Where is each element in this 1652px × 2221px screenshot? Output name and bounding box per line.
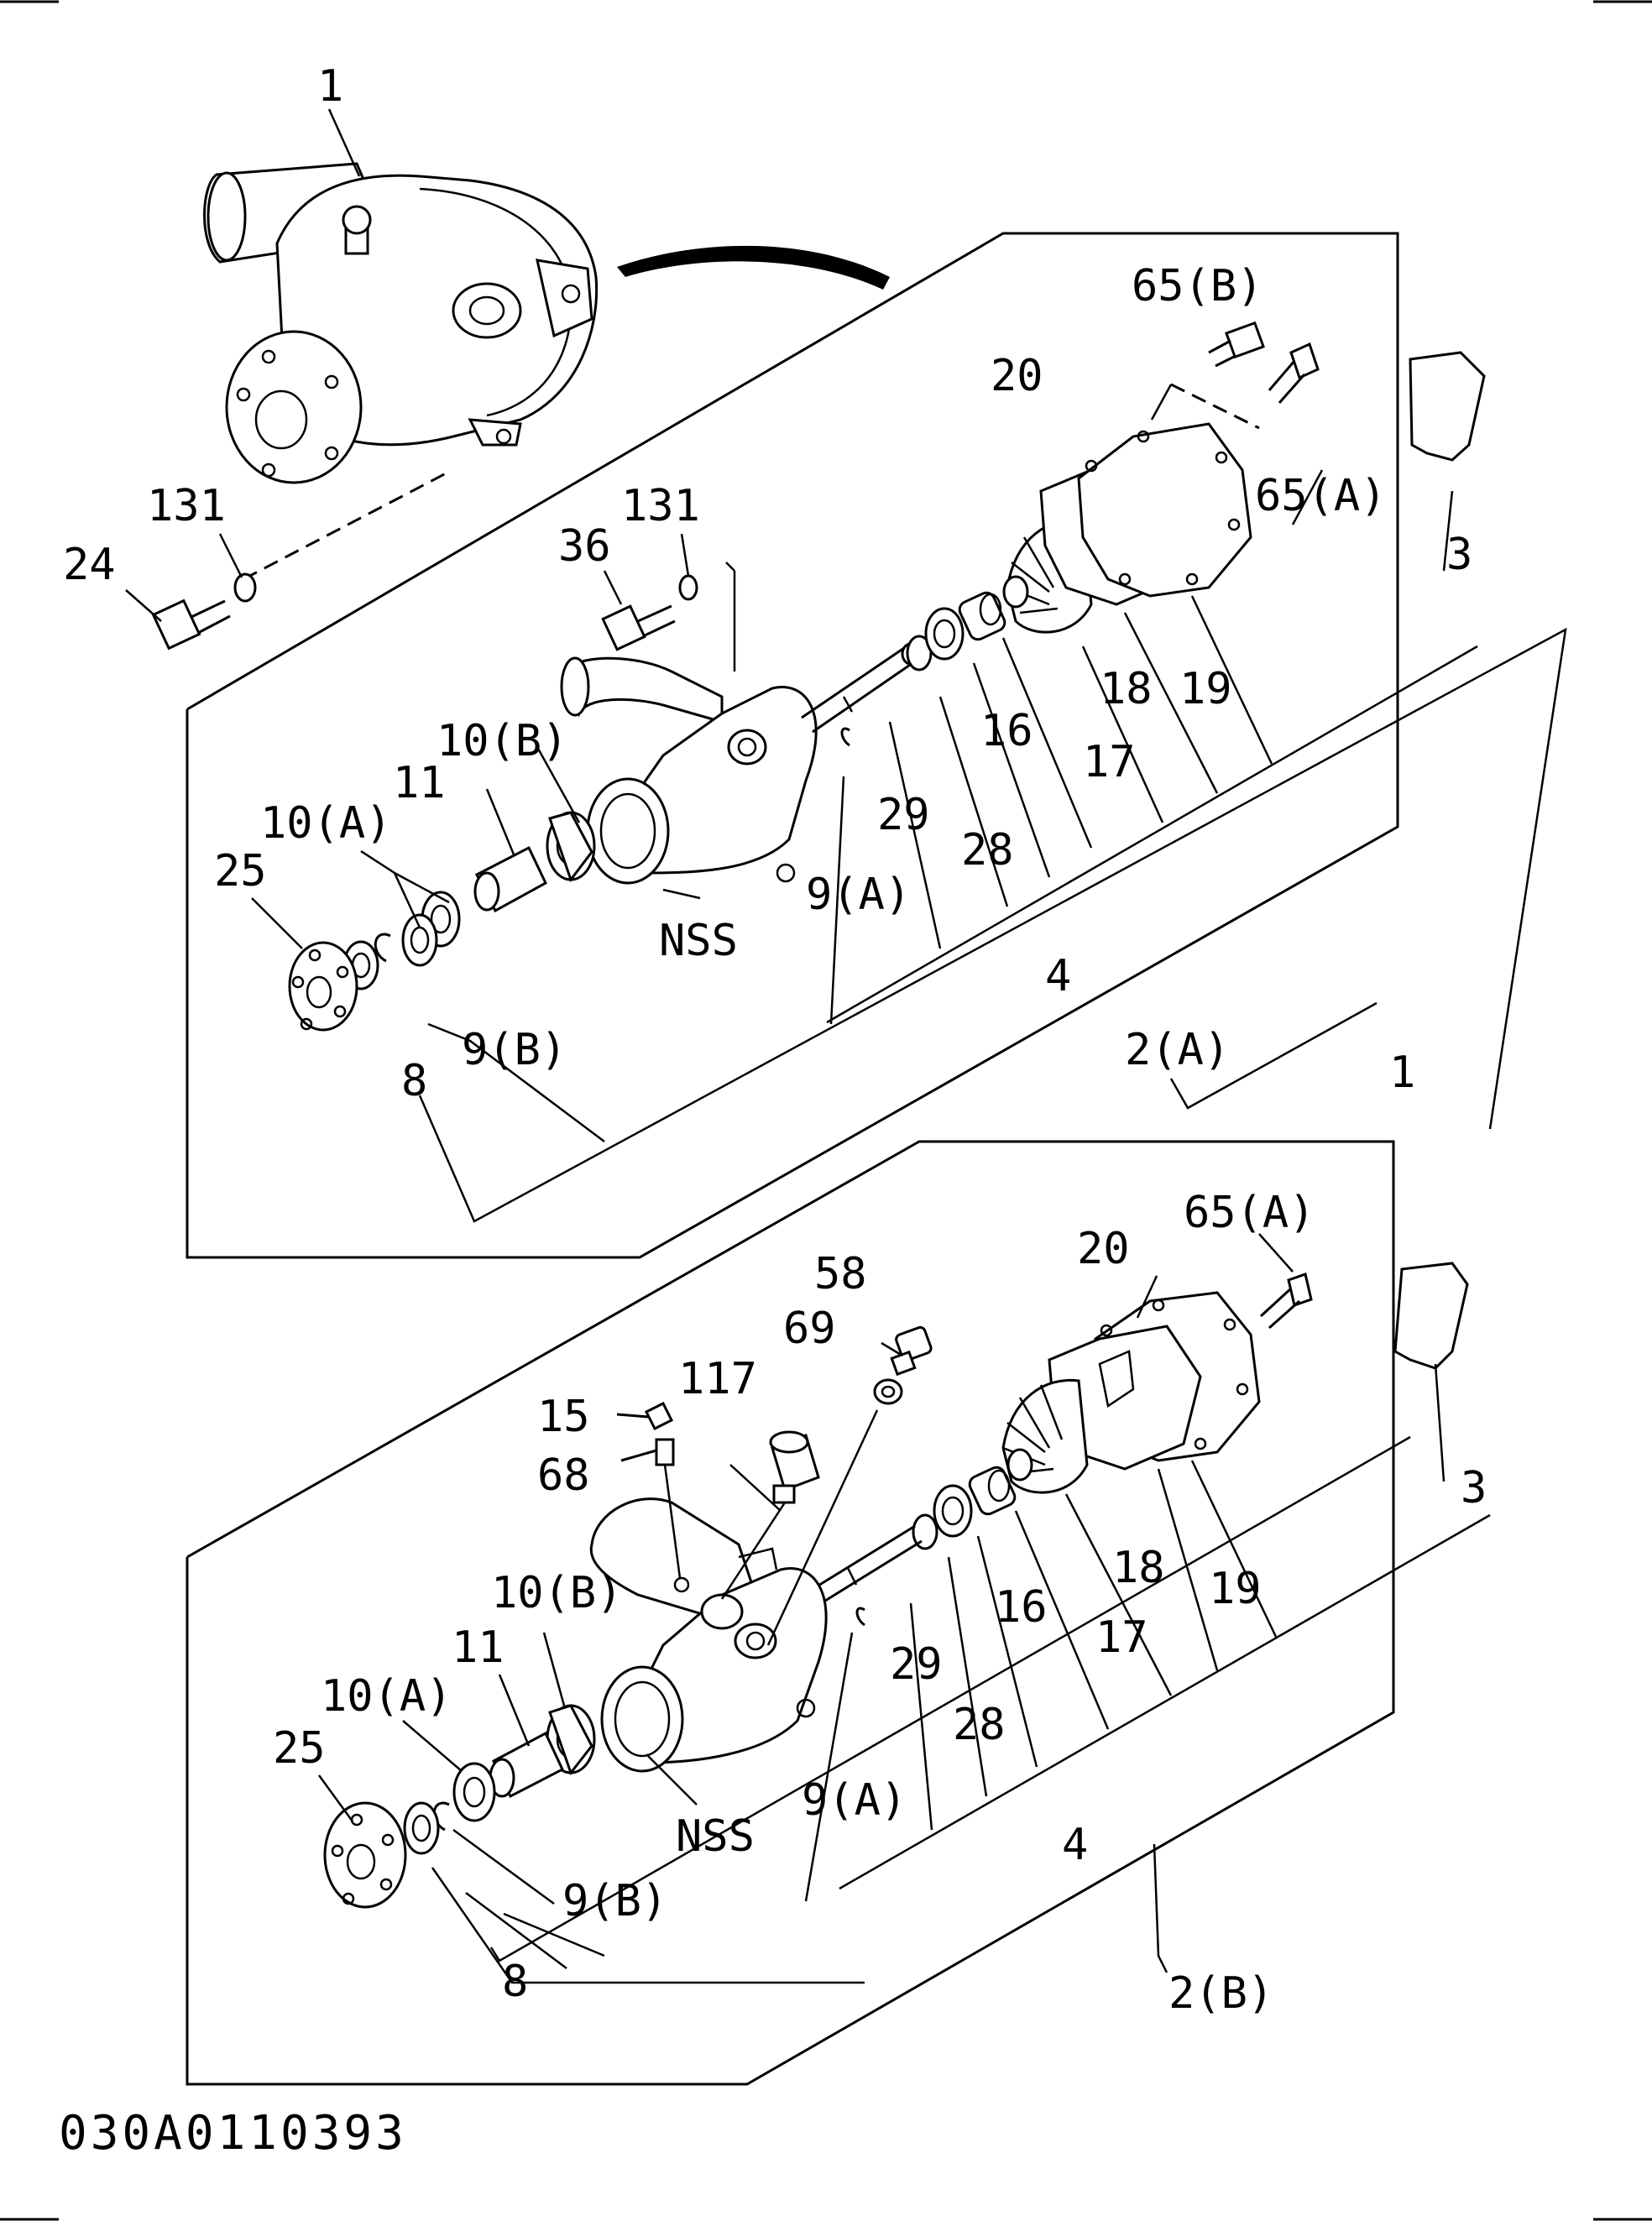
label-131-right: 131 [621, 481, 700, 531]
bearing-10a-b [452, 1762, 496, 1822]
spacer-11-a [473, 845, 547, 913]
label-58: 58 [814, 1249, 867, 1299]
bearing-10b-a [546, 811, 596, 883]
label-18-b: 18 [1112, 1543, 1165, 1593]
label-9a-b: 9(A) [802, 1775, 907, 1826]
bolt-36 [601, 604, 676, 651]
label-25-b: 25 [273, 1723, 326, 1774]
label-15: 15 [537, 1392, 590, 1442]
label-68: 68 [537, 1450, 590, 1501]
label-10a-a: 10(A) [260, 798, 392, 849]
leader-lines-b [317, 1233, 1491, 1984]
seal-28-b [912, 1513, 938, 1550]
label-16-a: 16 [980, 706, 1033, 756]
label-65b: 65(B) [1132, 261, 1263, 311]
label-9a-a: 9(A) [806, 870, 911, 920]
label-18-a: 18 [1100, 664, 1153, 714]
plug-58 [890, 1325, 933, 1377]
washer-69 [873, 1378, 903, 1405]
label-8-a: 8 [401, 1056, 427, 1106]
fitting-117 [769, 1430, 820, 1504]
nipple-68 [620, 1438, 682, 1579]
label-17-b: 17 [1095, 1612, 1148, 1663]
seal-17-b [968, 1466, 1017, 1516]
impeller-18-b [1001, 1378, 1089, 1494]
label-1-a: 1 [1389, 1048, 1415, 1098]
label-3-a: 3 [1446, 530, 1472, 580]
labels-b: 65(A) 20 58 69 117 15 68 10(B) 11 10(A) … [273, 1188, 1487, 2019]
label-131-left: 131 [147, 481, 226, 531]
label-20-a: 20 [991, 351, 1043, 401]
label-4-a: 4 [1045, 951, 1071, 1001]
gasket-3-a [1409, 351, 1486, 462]
label-65a-b: 65(A) [1184, 1188, 1315, 1238]
label-1-top: 1 [317, 61, 343, 112]
label-28-a: 28 [961, 825, 1014, 875]
seal-16-a [924, 607, 965, 661]
pump-housing-nss-a [560, 656, 818, 885]
label-19-a: 19 [1179, 664, 1232, 714]
gasket-3-b [1393, 1262, 1469, 1370]
bearing-10b-b [546, 1704, 596, 1776]
bolt-65b [1208, 321, 1265, 368]
snap-ring-9b-a [374, 933, 391, 963]
seal-17-a [958, 591, 1006, 641]
label-11-b: 11 [452, 1623, 504, 1673]
label-117: 117 [678, 1354, 757, 1404]
label-36: 36 [558, 521, 611, 572]
label-nss-a: NSS [659, 916, 738, 966]
label-10a-b: 10(A) [321, 1671, 452, 1722]
washer-131-right [678, 574, 698, 601]
label-28-b: 28 [953, 1700, 1006, 1750]
label-16-b: 16 [995, 1582, 1048, 1633]
pump-assembly-overview [203, 108, 890, 581]
ring-9a-b [855, 1607, 865, 1627]
label-2a: 2(A) [1125, 1025, 1230, 1075]
exploded-assembly-a [125, 232, 1567, 1259]
label-69: 69 [783, 1304, 836, 1354]
label-nss-b: NSS [676, 1811, 755, 1862]
seal-16-b [933, 1484, 973, 1538]
pulley-flange-25-a [288, 941, 358, 1032]
label-11-a: 11 [393, 758, 446, 808]
label-9b-a: 9(B) [462, 1025, 567, 1075]
label-65a-a: 65(A) [1255, 471, 1387, 521]
drawing-code: 030A0110393 [59, 2106, 407, 2161]
leader-lines-a [251, 469, 1567, 1223]
label-17-a: 17 [1083, 737, 1136, 787]
label-24: 24 [63, 540, 116, 590]
label-10b-a: 10(B) [437, 716, 568, 766]
label-29-a: 29 [877, 790, 930, 840]
label-29-b: 29 [890, 1639, 943, 1690]
label-19-b: 19 [1209, 1564, 1262, 1614]
seal-8-b [403, 1801, 440, 1855]
shaft-29-b [809, 1524, 923, 1607]
shaft-29-a [801, 642, 921, 734]
label-4-b: 4 [1062, 1820, 1088, 1870]
label-3-b: 3 [1461, 1463, 1487, 1513]
pump-housing-nss-b [589, 1497, 828, 1773]
ring-9a-a [840, 727, 850, 747]
pulley-flange-25-b [323, 1801, 407, 1909]
washer-131-left [233, 572, 257, 603]
exploded-assembly-b [186, 1140, 1491, 2086]
bolt-24 [151, 598, 231, 651]
label-8-b: 8 [502, 1957, 528, 2007]
label-20-b: 20 [1077, 1224, 1130, 1274]
label-9b-b: 9(B) [562, 1876, 667, 1926]
label-2b: 2(B) [1168, 1968, 1273, 2019]
grease-nipple-15 [616, 1401, 674, 1431]
bearing-10a-a [401, 891, 461, 967]
bolt-65a-a [1268, 342, 1320, 404]
label-25-a: 25 [214, 846, 267, 896]
label-10b-b: 10(B) [491, 1568, 623, 1618]
cover-plate-20-a [1077, 422, 1252, 598]
labels-a: 1 24 131 131 36 10(B) 11 10(A) 25 9(B) 8… [63, 61, 1472, 1106]
bolt-65a-b [1259, 1273, 1313, 1330]
